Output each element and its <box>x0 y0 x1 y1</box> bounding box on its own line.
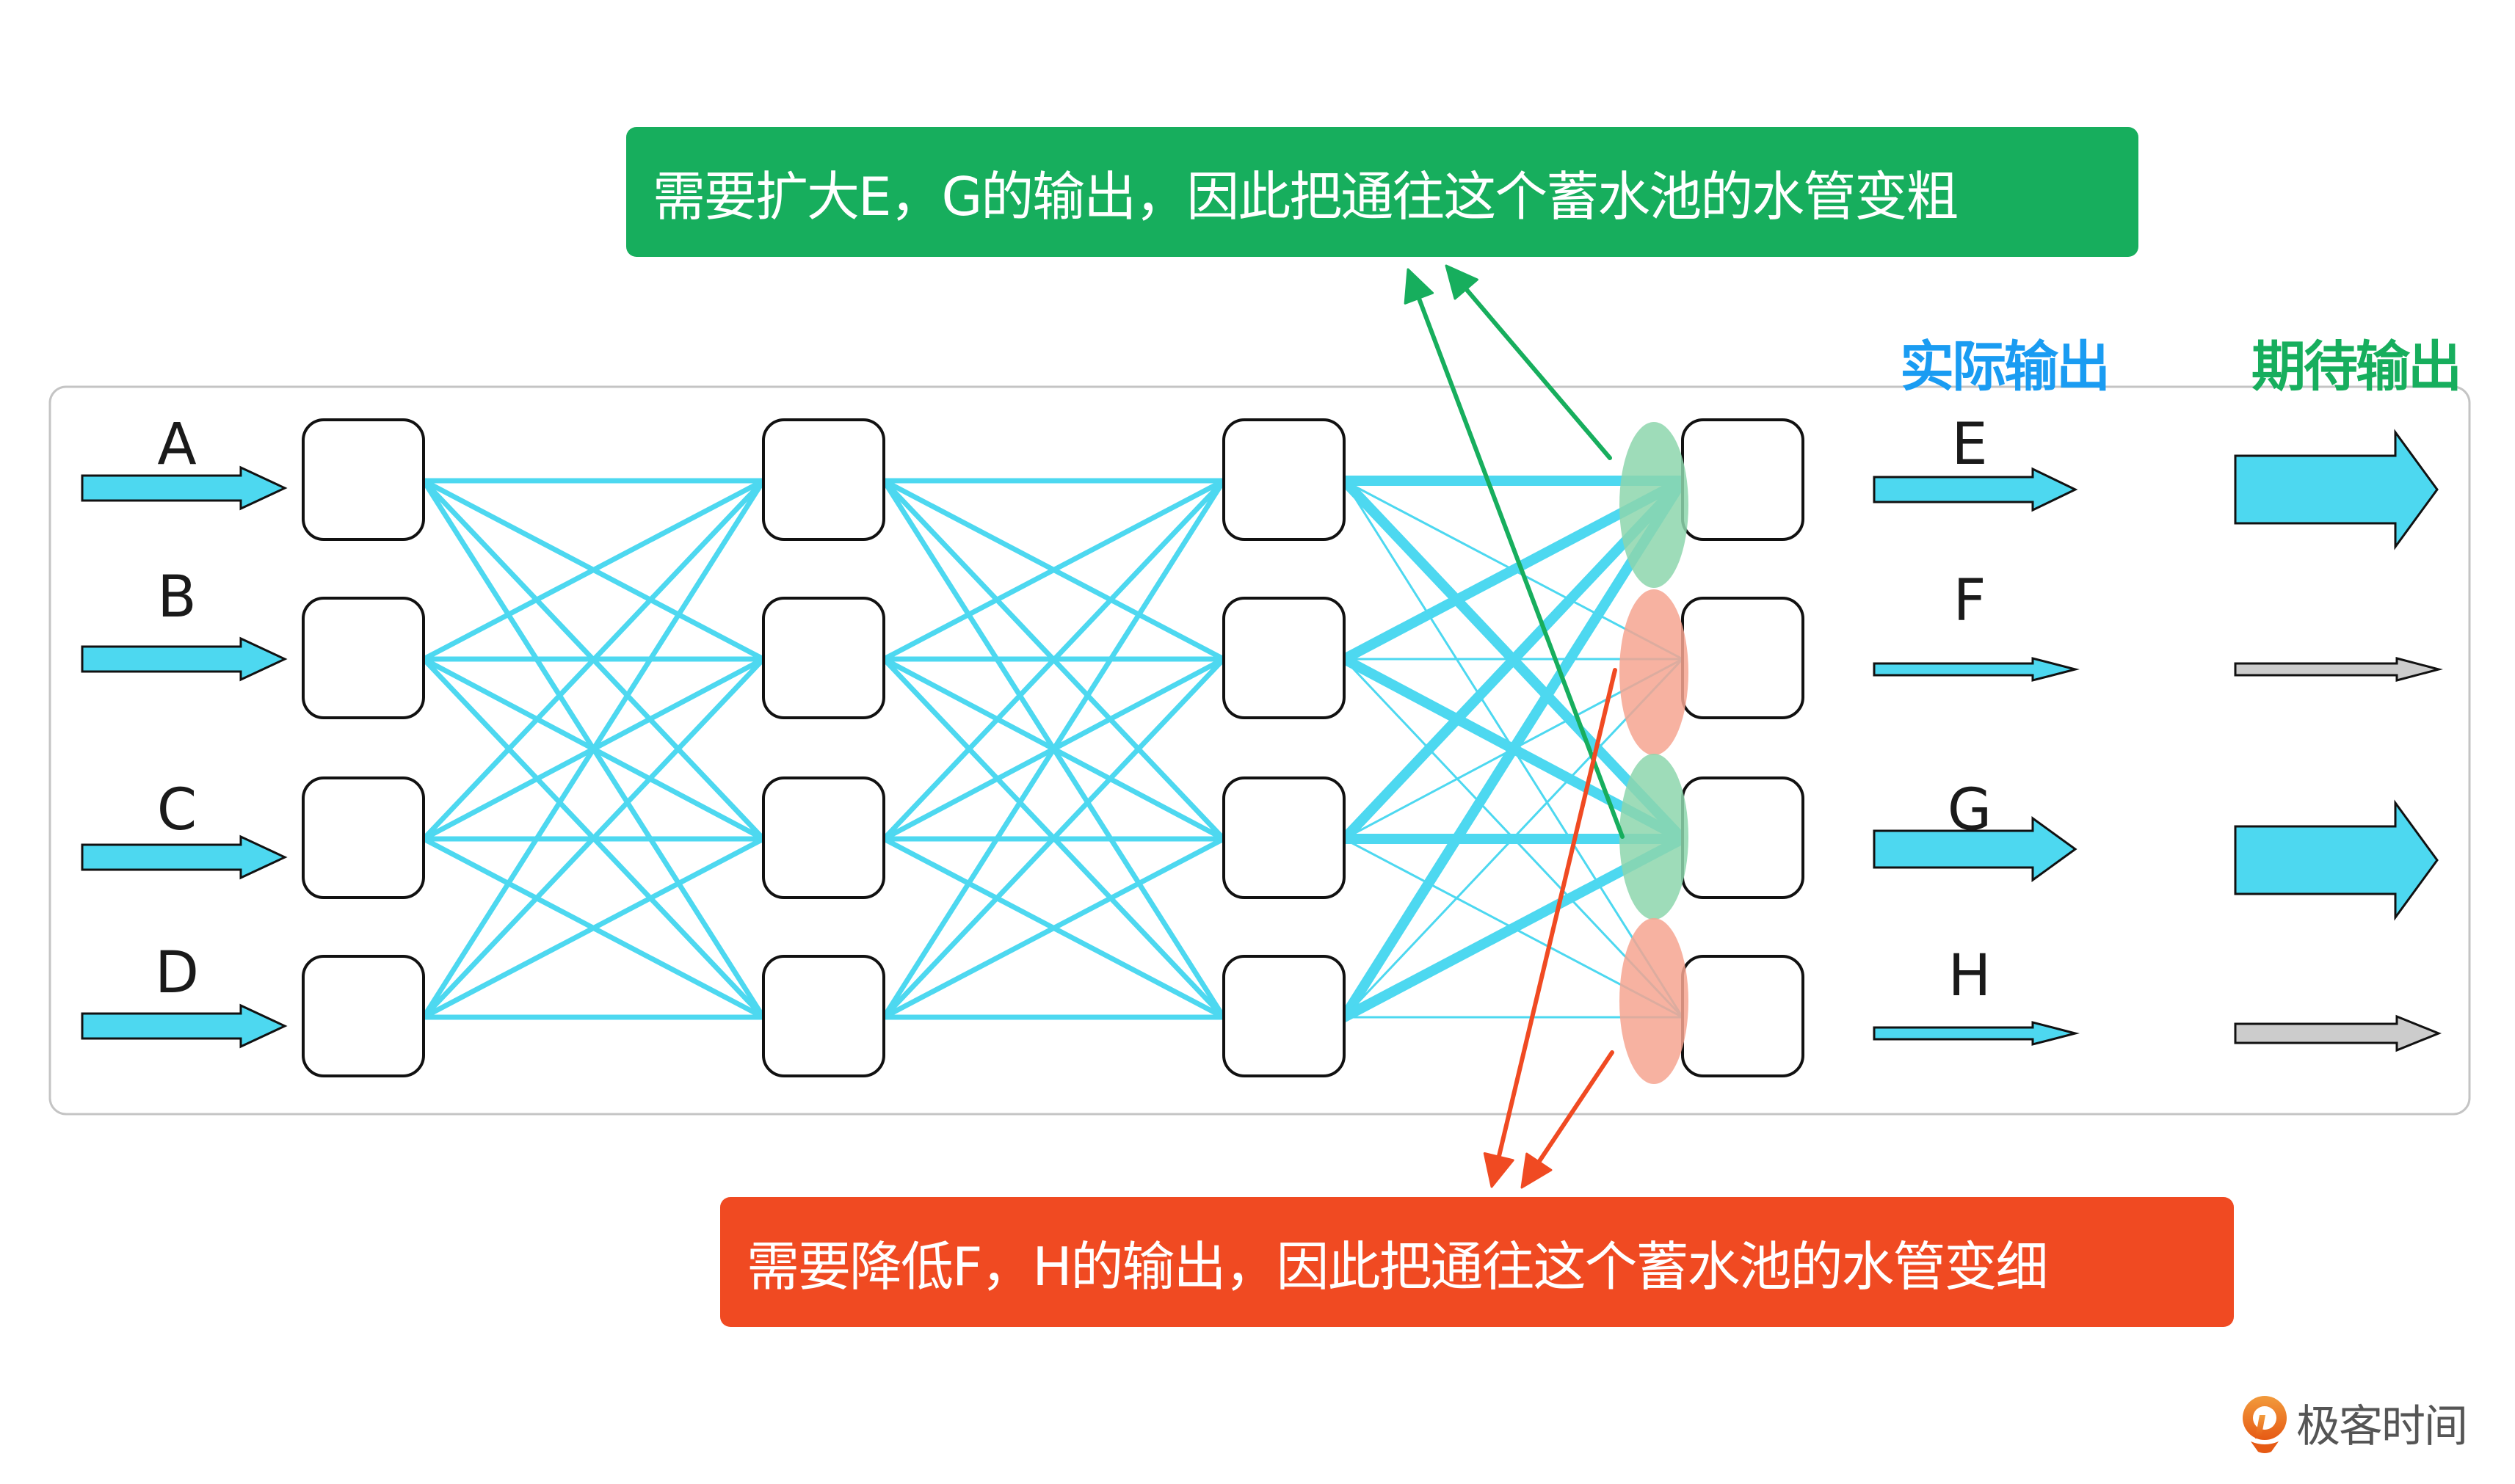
neuron-node <box>1681 597 1804 719</box>
neuron-nodes <box>302 418 1804 1077</box>
increase-pointer-arrow-head <box>1404 268 1434 305</box>
neuron-node <box>1681 776 1804 899</box>
input-label: A <box>157 412 196 478</box>
geektime-logo-text: 极客时间 <box>2296 1401 2468 1452</box>
expected-output-arrow <box>2234 799 2439 921</box>
connection-pipe <box>421 478 766 662</box>
input-label: D <box>155 940 199 1006</box>
neuron-node <box>1222 955 1346 1077</box>
decrease-pool <box>1619 589 1688 755</box>
actual-output-header: 实际输出 <box>1900 335 2111 399</box>
connection-pipe <box>881 656 1227 1020</box>
decrease-pointer-arrow-head <box>1483 1152 1514 1188</box>
expected-output-arrow <box>2234 429 2439 550</box>
increase-pointer-arrow <box>1464 286 1612 460</box>
decrease-pointer-arrow <box>1496 668 1617 1160</box>
decrease-pointer-arrow <box>1536 1050 1614 1165</box>
output-label: G <box>1948 777 1992 843</box>
connections <box>421 476 1688 1022</box>
input-label: B <box>157 564 197 630</box>
expected-output-arrow <box>2234 657 2443 682</box>
neuron-node <box>302 955 425 1077</box>
increase-pool <box>1619 422 1688 588</box>
neuron-node <box>1222 597 1346 719</box>
annotation-arrows <box>1404 264 1625 1189</box>
input-arrow <box>81 465 288 511</box>
decrease-callout: 需要降低F，H的输出，因此把通往这个蓄水池的水管变细 <box>720 1197 2234 1327</box>
neuron-node <box>302 418 425 541</box>
connection-pipe <box>881 836 1227 1020</box>
actual-output-arrow <box>1873 816 2077 882</box>
reservoir-pools <box>1619 422 1688 1084</box>
connection-pipe <box>421 836 766 1020</box>
connection-pipe <box>881 478 1227 1020</box>
output-label: H <box>1948 943 1992 1009</box>
increase-callout-text: 需要扩大E，G的输出，因此把通往这个蓄水池的水管变粗 <box>653 166 1959 228</box>
connection-pipe <box>421 656 766 1020</box>
geektime-logo: 极客时间 <box>2239 1391 2468 1455</box>
io-labels: A B C D E F G H <box>155 412 1992 1009</box>
neuron-node <box>1681 418 1804 541</box>
connection-pipe <box>881 478 1227 662</box>
increase-pointer-arrow-head <box>1445 264 1478 300</box>
connection-pipe <box>881 478 1227 842</box>
actual-output-arrow <box>1873 1021 2080 1046</box>
neuron-node <box>762 955 885 1077</box>
decrease-pool <box>1619 918 1688 1084</box>
increase-callout: 需要扩大E，G的输出，因此把通往这个蓄水池的水管变粗 <box>626 127 2138 257</box>
geektime-logo-icon <box>2243 1395 2287 1453</box>
neuron-node <box>762 418 885 541</box>
input-arrow <box>81 834 288 880</box>
neuron-node <box>762 776 885 899</box>
io-arrows <box>81 429 2443 1052</box>
expected-output-arrow <box>2234 1014 2442 1052</box>
neuron-node <box>302 597 425 719</box>
connection-pipe <box>421 478 766 1020</box>
output-label: E <box>1951 412 1987 478</box>
diagram-panel <box>48 385 2471 1116</box>
neuron-node <box>1222 418 1346 541</box>
neuron-node <box>1222 776 1346 899</box>
expected-output-header: 期待输出 <box>2251 335 2462 399</box>
increase-pointer-arrow <box>1416 296 1625 839</box>
connection-pipe <box>421 478 766 842</box>
output-label: F <box>1953 568 1986 634</box>
decrease-pointer-arrow-head <box>1520 1152 1553 1189</box>
actual-output-arrow <box>1873 467 2078 512</box>
neuron-node <box>302 776 425 899</box>
connection-pipe <box>1339 476 1688 1022</box>
actual-output-arrow <box>1873 657 2080 682</box>
increase-pool <box>1619 754 1688 920</box>
neuron-node <box>762 597 885 719</box>
decrease-callout-text: 需要降低F，H的输出，因此把通往这个蓄水池的水管变细 <box>747 1236 2049 1298</box>
input-label: C <box>157 777 197 843</box>
input-arrow <box>81 636 288 682</box>
neuron-node <box>1681 955 1804 1077</box>
input-arrow <box>81 1003 288 1049</box>
